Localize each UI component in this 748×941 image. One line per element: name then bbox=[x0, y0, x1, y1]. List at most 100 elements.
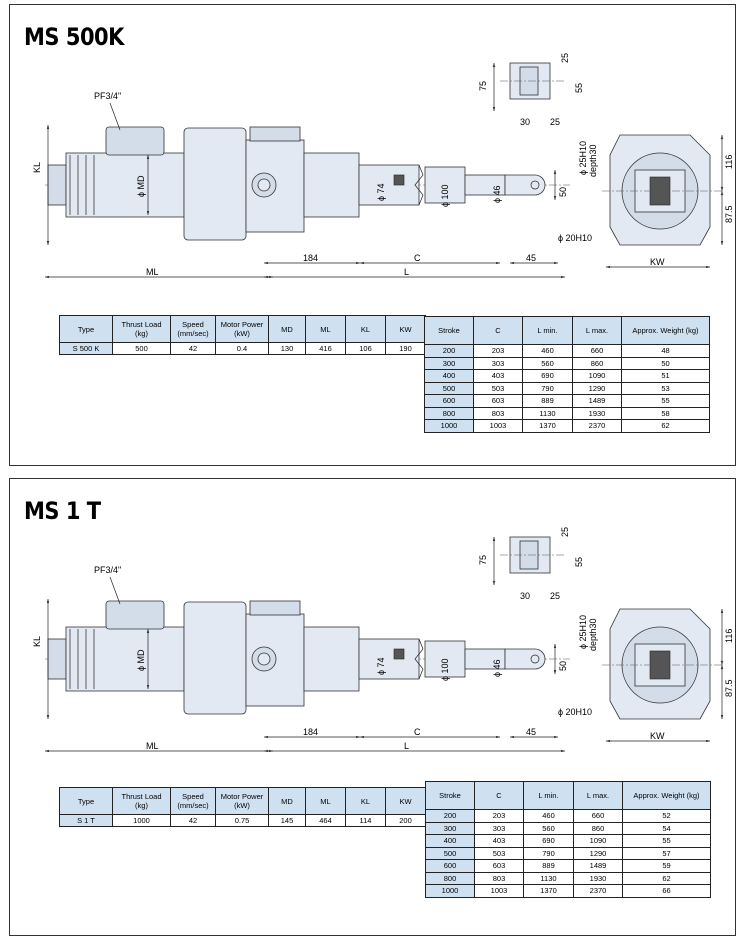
motor-end-cap bbox=[47, 164, 67, 206]
stroke-cell: 54 bbox=[622, 821, 711, 835]
dim-87-5-label: 87.5 bbox=[724, 679, 734, 697]
stroke-cell: 51 bbox=[621, 369, 710, 383]
stroke-cell: 460 bbox=[523, 809, 574, 823]
dim-kw-label: KW bbox=[650, 731, 665, 741]
stroke-cell: 503 bbox=[473, 381, 523, 395]
dim-45-label: 45 bbox=[526, 727, 536, 737]
gear-housing bbox=[183, 601, 247, 715]
dim-30-label: 30 bbox=[520, 117, 530, 127]
spec-header-cell: Thrust Load (kg) bbox=[112, 787, 171, 815]
grease-nipple bbox=[393, 648, 405, 660]
dim-75-label: 75 bbox=[478, 555, 488, 565]
dim-45-label: 45 bbox=[526, 253, 536, 263]
model-title: MS 500K bbox=[24, 23, 124, 51]
dim-116-label: 116 bbox=[724, 155, 734, 169]
stroke-cell: 62 bbox=[621, 419, 710, 433]
dimension-arrow bbox=[46, 125, 50, 129]
stroke-header-cell: Approx. Weight (kg) bbox=[621, 316, 710, 345]
stroke-cell: 400 bbox=[425, 834, 475, 848]
spec-header-cell: KL bbox=[345, 315, 386, 343]
clevis-eye bbox=[504, 648, 546, 670]
stroke-header-cell: C bbox=[474, 781, 524, 810]
grease-nipple bbox=[393, 174, 405, 186]
stroke-cell: 500 bbox=[424, 381, 474, 395]
dimension-arrow bbox=[510, 261, 514, 265]
dimension-arrow bbox=[720, 135, 724, 139]
dimension-arrow bbox=[553, 644, 557, 648]
stroke-cell: 2370 bbox=[573, 884, 623, 898]
spec-header-cell: Thrust Load (kg) bbox=[112, 315, 171, 343]
dim-ml-label: ML bbox=[146, 267, 159, 277]
spec-cell: 130 bbox=[268, 342, 306, 355]
port-label: PF3/4" bbox=[94, 565, 121, 575]
stroke-cell: 200 bbox=[424, 344, 474, 358]
dim-l-label: L bbox=[404, 267, 409, 277]
stroke-cell: 48 bbox=[621, 344, 710, 358]
spec-header-cell: Motor Power (kW) bbox=[215, 315, 269, 343]
dimension-arrow bbox=[720, 665, 724, 669]
dimension-arrow bbox=[46, 715, 50, 719]
break-line bbox=[414, 638, 424, 680]
stroke-cell: 1090 bbox=[573, 834, 623, 848]
stroke-cell: 603 bbox=[474, 859, 524, 873]
dimension-arrow bbox=[264, 735, 268, 739]
dimension-arrow bbox=[46, 241, 50, 245]
dim-phi20-label: ϕ 20H10 bbox=[558, 233, 592, 243]
dim-depth-label: depth30 bbox=[588, 618, 598, 651]
stroke-cell: 55 bbox=[621, 394, 710, 408]
stroke-cell: 1130 bbox=[522, 406, 573, 420]
dimension-arrow bbox=[146, 629, 150, 633]
break-line bbox=[414, 164, 424, 206]
stroke-header-cell: Approx. Weight (kg) bbox=[622, 781, 711, 810]
dim-25a-label: 25 bbox=[560, 53, 570, 63]
stroke-cell: 790 bbox=[523, 846, 574, 860]
stroke-cell: 200 bbox=[425, 809, 475, 823]
dimension-arrow bbox=[561, 275, 565, 279]
spec-cell: 500 bbox=[112, 342, 171, 355]
dimension-arrow bbox=[492, 581, 496, 585]
dimension-arrow bbox=[553, 170, 557, 174]
hand-crank-hub bbox=[257, 652, 271, 666]
clevis-eye bbox=[504, 174, 546, 196]
stroke-cell: 600 bbox=[425, 859, 475, 873]
stroke-cell: 53 bbox=[621, 381, 710, 395]
stroke-cell: 55 bbox=[622, 834, 711, 848]
stroke-cell: 403 bbox=[473, 369, 523, 383]
stroke-cell: 860 bbox=[573, 821, 623, 835]
dimension-arrow bbox=[554, 261, 558, 265]
outer-tube bbox=[358, 638, 420, 680]
stroke-cell: 1290 bbox=[573, 846, 623, 860]
dimension-arrow bbox=[720, 661, 724, 665]
dim-kl-label: KL bbox=[32, 162, 42, 173]
dim-depth-label: depth30 bbox=[588, 144, 598, 177]
stroke-cell: 1370 bbox=[522, 419, 573, 433]
dimension-arrow bbox=[360, 735, 364, 739]
stroke-cell: 1930 bbox=[572, 406, 622, 420]
model-title: MS 1 T bbox=[24, 497, 101, 525]
motor-housing bbox=[65, 626, 185, 692]
dim-phi46-label: ϕ 46 bbox=[492, 185, 502, 203]
stroke-header-cell: Stroke bbox=[424, 316, 474, 345]
spec-header-cell: MD bbox=[268, 315, 306, 343]
dim-c-label: C bbox=[414, 727, 421, 737]
stroke-cell: 400 bbox=[424, 369, 474, 383]
stroke-cell: 690 bbox=[522, 369, 573, 383]
leader-line bbox=[109, 576, 121, 605]
dim-phi25-label: ϕ 25H10 bbox=[578, 141, 588, 175]
spec-header-cell: Speed (mm/sec) bbox=[170, 315, 216, 343]
stroke-header-cell: C bbox=[473, 316, 523, 345]
dim-87-5-label: 87.5 bbox=[724, 205, 734, 223]
dim-55-label: 55 bbox=[574, 557, 584, 567]
dimension-arrow bbox=[720, 187, 724, 191]
